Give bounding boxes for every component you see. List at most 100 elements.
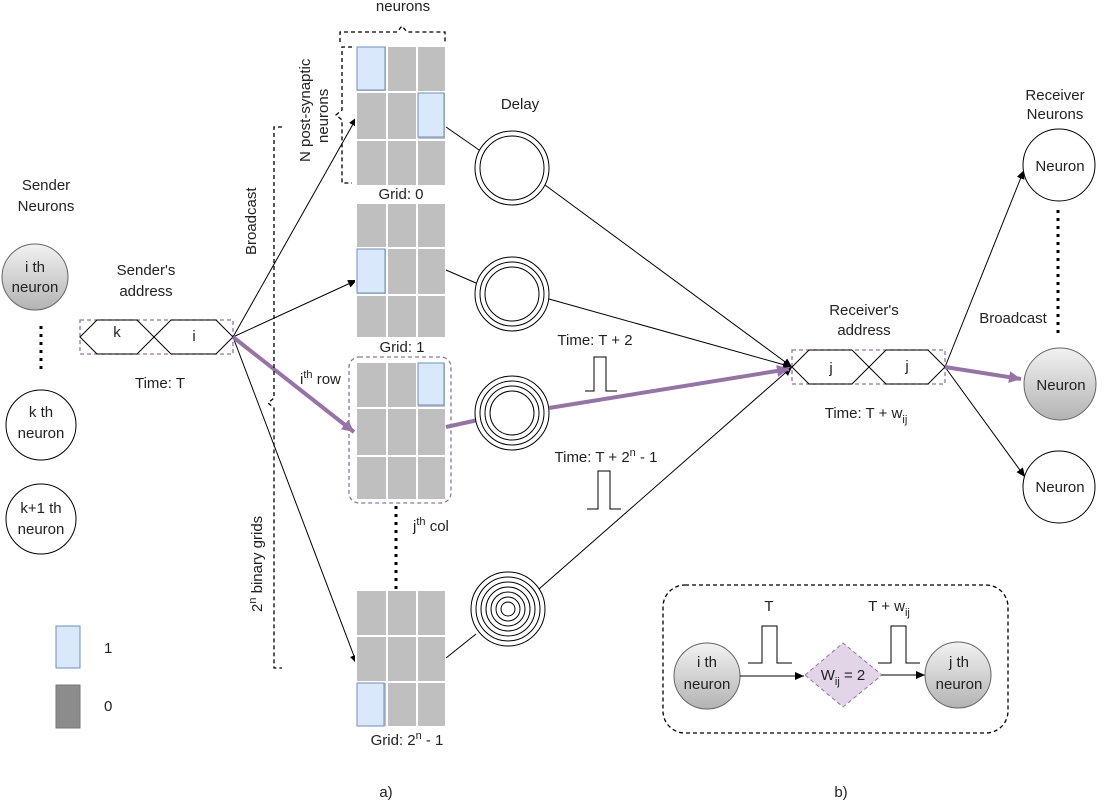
panel-label-a: a): [379, 784, 392, 801]
inset-target-neuron: j th neuron: [924, 641, 992, 709]
receiver-broadcast-label: Broadcast: [979, 310, 1047, 327]
grid0-to-delay: [445, 126, 483, 153]
receiver-title-line1: Receiver: [1025, 87, 1084, 104]
inset-panel: T T + wij i th neuron Wij = 2 j th neuro…: [662, 584, 1009, 734]
inset-pulse-2-icon: [878, 625, 920, 664]
receiver-arrow-bottom: [944, 366, 1026, 478]
receiver-neuron-3-label: Neuron: [1035, 479, 1084, 496]
receiver-time-base: Time: T + w: [825, 405, 903, 422]
gridn-to-delay: [445, 633, 477, 659]
panel-label-b: b): [834, 784, 847, 801]
receiver-address-title-line1: Receiver's: [829, 302, 899, 319]
sender-title-line1: Sender: [22, 177, 70, 194]
sender-neuron-k1-line2: neuron: [18, 521, 65, 538]
inset-weight-label: Wij = 2: [821, 667, 866, 688]
inset-pulse-1-icon: [748, 625, 792, 664]
sender-neuron-i-line2: neuron: [12, 279, 59, 296]
grid-last-label-base: Grid: 2: [371, 732, 416, 749]
receiver-address-packet: j j: [791, 349, 946, 385]
broadcast-arrow-grid1: [232, 279, 358, 338]
pulse-1-icon: [585, 356, 617, 392]
inset-weight-sub: ij: [835, 676, 840, 688]
delay-title: Delay: [501, 96, 540, 113]
receiver-title-line2: Neurons: [1027, 106, 1084, 123]
receiver-neuron-1-label: Neuron: [1035, 158, 1084, 175]
inset-weight-rest: = 2: [840, 667, 865, 684]
sender-neuron-k-line2: neuron: [18, 425, 65, 442]
top-brace: [339, 24, 446, 42]
legend-swatch-one: [55, 625, 81, 669]
inset-pulse-2-base: T + w: [868, 598, 905, 615]
grid-0-cell-one-a: [356, 46, 386, 91]
post-synaptic-brace: [334, 46, 352, 184]
grid-last-cell-one: [356, 682, 385, 727]
pulse-2-label-rest: - 1: [636, 449, 658, 466]
delay4-to-receiver: [538, 366, 793, 590]
row-label: ith row: [300, 369, 341, 388]
sender-address-title-line1: Sender's: [117, 262, 176, 279]
highlight-arrow-row: [231, 335, 356, 434]
sender-address-title-line2: address: [119, 283, 172, 300]
receiver-neuron-2: Neuron: [1023, 347, 1097, 421]
receiver-neuron-1: Neuron: [1022, 128, 1096, 202]
delay-ring-1: [474, 130, 550, 206]
grid-highlight: [348, 356, 452, 504]
delay-ring-3: [474, 375, 550, 451]
inset-target-line2: neuron: [936, 676, 983, 693]
delay-ring-4: [470, 571, 546, 647]
receiver-address-field-1: j: [828, 360, 832, 377]
legend-value-one: 1: [104, 640, 112, 657]
inset-source-line2: neuron: [684, 676, 731, 693]
pulse-2-label-sup: n: [630, 447, 636, 459]
inset-weight: Wij = 2: [804, 642, 883, 708]
grid-0: [355, 45, 447, 187]
receiver-address-field-2: j: [904, 358, 908, 375]
row-label-rest: row: [313, 371, 342, 388]
delay-ring-2: [474, 256, 550, 332]
pulse-2-label-base: Time: T + 2: [555, 449, 630, 466]
grid-1-cell-one: [356, 248, 386, 294]
binary-grids-rest: binary grids: [249, 516, 266, 598]
broadcast-arrow-grid0: [232, 116, 358, 338]
receiver-time-label: Time: T + wij: [825, 405, 908, 426]
grid-highlight-cell-one: [417, 362, 445, 406]
sender-time-label: Time: T: [135, 375, 185, 392]
legend: 1 0: [55, 625, 112, 729]
grid-1-label: Grid: 1: [379, 339, 424, 356]
binary-grids-sup: n: [247, 598, 259, 604]
receiver-time-sub: ij: [902, 414, 907, 426]
sender-neuron-k1: k+1 th neuron: [5, 483, 77, 555]
inset-pulse-2-sub: ij: [905, 607, 910, 619]
sender-neuron-i-line1: i th: [25, 259, 45, 276]
grid-1: [355, 202, 447, 339]
grid-last-label-rest: - 1: [422, 732, 444, 749]
binary-grids-base: 2: [249, 604, 266, 612]
inset-source-line1: i th: [697, 654, 717, 671]
receiver-arrow-top: [944, 169, 1025, 368]
row-label-sup: th: [303, 369, 312, 381]
grid-0-cell-one-b: [417, 92, 445, 138]
inset-pulse-1-label: T: [764, 598, 773, 615]
broadcast-left-label: Broadcast: [243, 187, 260, 255]
inset-pulse-2-label: T + wij: [868, 598, 910, 619]
sender-neuron-k: k th neuron: [5, 389, 77, 461]
sender-neuron-i: i th neuron: [1, 243, 69, 311]
delay1-to-receiver: [544, 184, 793, 368]
post-synaptic-label-line2: neurons: [315, 89, 332, 143]
col-label-base: j: [412, 518, 416, 535]
highlight-delay-to-receiver: [548, 365, 790, 410]
inset-weight-base: W: [821, 667, 836, 684]
legend-value-zero: 0: [104, 698, 112, 715]
receiver-neuron-2-label: Neuron: [1036, 377, 1085, 394]
grid1-to-delay: [445, 269, 477, 284]
receiver-neuron-3: Neuron: [1022, 450, 1096, 524]
pulse-2-label: Time: T + 2n - 1: [555, 447, 658, 466]
grid-last-label-sup: n: [416, 730, 422, 742]
post-synaptic-label-line1: N post-synaptic: [297, 58, 314, 162]
col-label-rest: col: [426, 518, 449, 535]
grid-last-label: Grid: 2n - 1: [371, 730, 444, 749]
highlight-receiver-arrow: [944, 365, 1022, 384]
sender-neuron-k-line1: k th: [29, 404, 53, 421]
inset-source-neuron: i th neuron: [673, 642, 741, 710]
highlight-grid-to-delay: [445, 418, 479, 429]
